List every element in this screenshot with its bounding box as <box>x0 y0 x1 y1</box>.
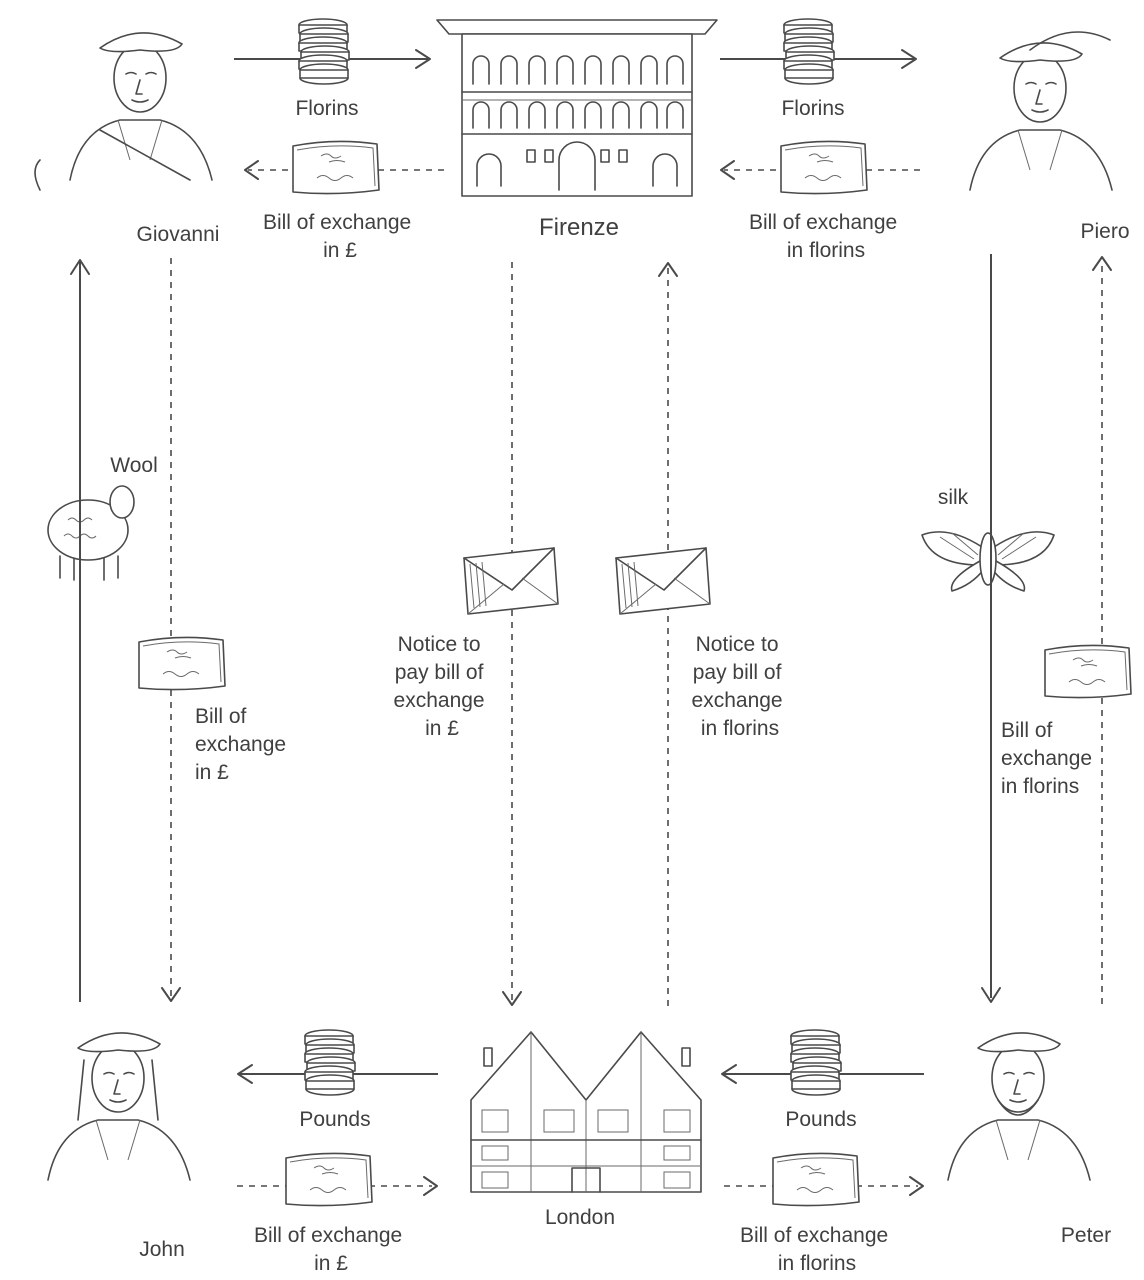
london-name: London <box>545 1206 615 1229</box>
firenze-palazzo-icon <box>436 19 718 197</box>
notice-arrow-firenze-to-london <box>502 262 522 1006</box>
bill-label-right-side: Bill of exchange in florins <box>1001 719 1098 798</box>
envelope-icon <box>463 547 559 615</box>
giovanni-portrait-icon <box>34 32 213 191</box>
bill-label-top-left: Bill of exchange in £ <box>263 211 417 262</box>
coin-stack-icon <box>783 18 835 85</box>
pounds-label: Pounds <box>785 1108 856 1131</box>
bill-label-top-right: Bill of exchange in florins <box>749 211 903 262</box>
bill-of-exchange-icon <box>780 140 868 195</box>
pounds-label: Pounds <box>299 1108 370 1131</box>
bill-of-exchange-icon <box>285 1152 373 1207</box>
bill-arrow-giovanni-to-john <box>161 258 181 1002</box>
john-portrait-icon <box>47 1032 191 1181</box>
london-house-icon <box>470 1031 702 1193</box>
notice-arrow-london-to-firenze <box>658 262 678 1006</box>
notice-label-florins: Notice to pay bill of exchange in florin… <box>692 633 789 740</box>
bill-label-left-side: Bill of exchange in £ <box>195 705 292 784</box>
envelope-icon <box>615 547 711 615</box>
silk-arrow-piero-to-peter <box>981 254 1001 1003</box>
silk-label: silk <box>938 486 969 509</box>
notice-label-pounds: Notice to pay bill of exchange in £ <box>394 633 491 740</box>
bill-of-exchange-icon <box>1044 644 1132 699</box>
sheep-icon <box>47 485 135 581</box>
piero-portrait-icon <box>969 31 1113 191</box>
coin-stack-icon <box>304 1029 356 1096</box>
bill-of-exchange-icon <box>772 1152 860 1207</box>
wool-arrow-john-to-giovanni <box>70 259 90 1002</box>
coin-stack-icon <box>790 1029 842 1096</box>
giovanni-name: Giovanni <box>137 223 220 246</box>
peter-portrait-icon <box>947 1032 1091 1181</box>
piero-name: Piero <box>1080 220 1129 243</box>
florins-label: Florins <box>781 97 844 120</box>
florins-label: Florins <box>295 97 358 120</box>
john-name: John <box>139 1238 185 1261</box>
coin-stack-icon <box>298 18 350 85</box>
silk-moth-icon <box>921 531 1055 592</box>
peter-name: Peter <box>1061 1224 1111 1247</box>
wool-label: Wool <box>110 454 157 477</box>
bill-label-bottom-left: Bill of exchange in £ <box>254 1224 408 1275</box>
bill-arrow-peter-to-piero <box>1092 256 1112 1004</box>
bill-of-exchange-icon <box>138 636 226 691</box>
firenze-name: Firenze <box>539 214 619 241</box>
bill-of-exchange-icon <box>292 140 380 195</box>
bill-label-bottom-right: Bill of exchange in florins <box>740 1224 894 1275</box>
